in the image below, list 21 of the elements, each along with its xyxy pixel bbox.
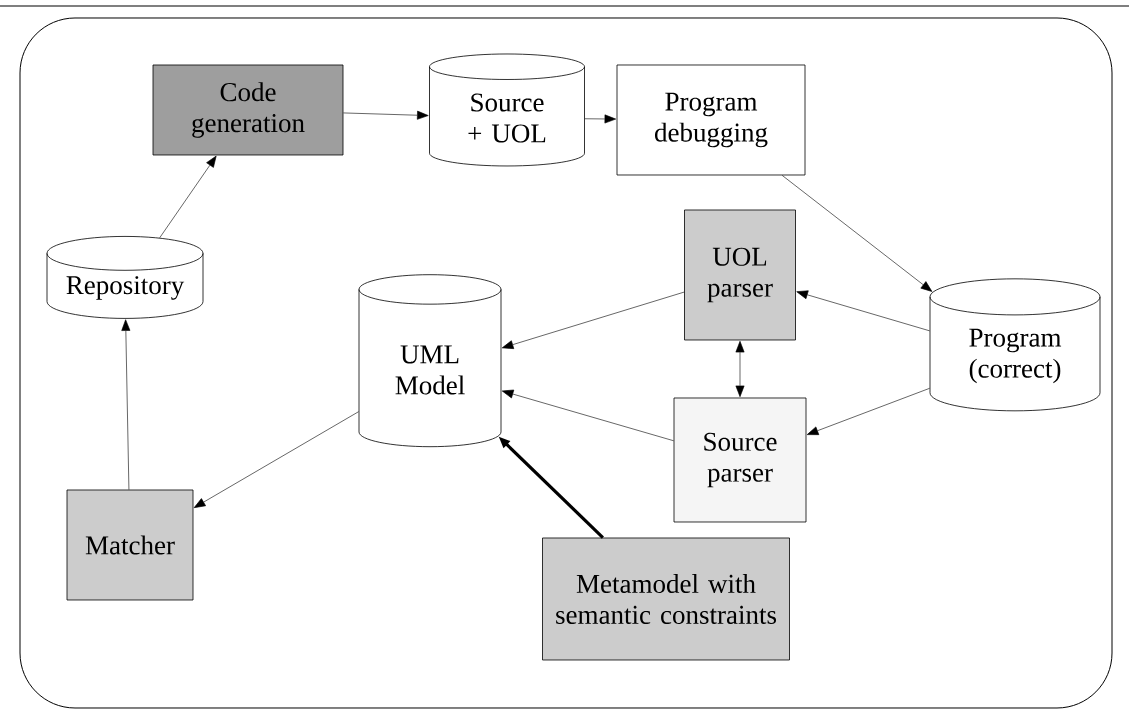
arrow bbox=[193, 411, 359, 508]
arrow bbox=[121, 319, 131, 490]
database-cylinder: Program (correct) bbox=[929, 278, 1101, 412]
arrow bbox=[343, 110, 429, 120]
database-cylinder: Source + UOL bbox=[429, 53, 585, 167]
database-cylinder: UML Model bbox=[358, 274, 502, 448]
process-box: Source parser bbox=[673, 397, 807, 523]
arrow bbox=[501, 291, 685, 349]
process-box: Metamodel with semantic constraints bbox=[542, 537, 790, 661]
arrow bbox=[796, 290, 930, 332]
arrow bbox=[501, 389, 674, 442]
process-box: Program debugging bbox=[616, 64, 806, 176]
process-box: Code generation bbox=[152, 64, 344, 156]
process-box: UOL parser bbox=[684, 209, 796, 341]
arrow bbox=[735, 340, 745, 398]
arrow bbox=[806, 388, 930, 435]
arrow bbox=[781, 175, 933, 292]
arrow bbox=[584, 114, 617, 124]
arrow bbox=[159, 155, 217, 239]
database-cylinder: Repository bbox=[46, 236, 204, 319]
process-box: Matcher bbox=[66, 489, 194, 601]
